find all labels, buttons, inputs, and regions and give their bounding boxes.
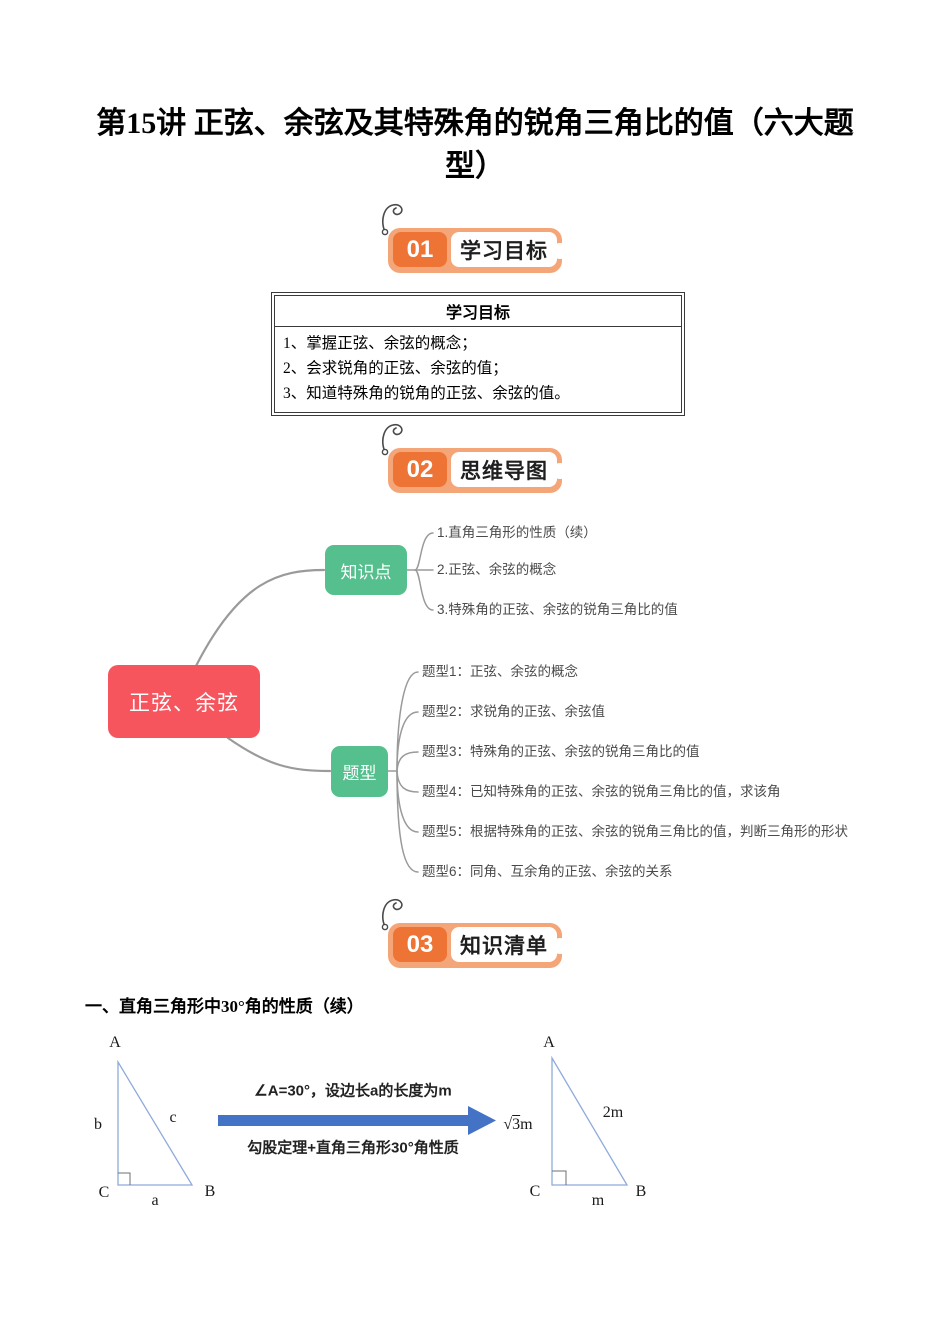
knowledge-section-heading: 一、直角三角形中30°角的性质（续） <box>85 997 364 1016</box>
type-item-2: 题型2：求锐角的正弦、余弦值 <box>422 704 606 719</box>
type-item-6: 题型6：同角、互余角的正弦、余弦的关系 <box>422 864 673 879</box>
objectives-table-body: 1、掌握正弦、余弦的概念； 2、会求锐角的正弦、余弦的值； 3、知道特殊角的锐角… <box>275 327 681 412</box>
left-vertex-a: A <box>109 1034 121 1051</box>
spiral-icon <box>381 203 403 236</box>
objectives-table-header: 学习目标 <box>275 296 681 327</box>
left-vertex-c: C <box>98 1184 110 1201</box>
type-item-3: 题型3：特殊角的正弦、余弦的锐角三角比的值 <box>422 744 700 759</box>
knowledge-item-2: 2.正弦、余弦的概念 <box>437 562 557 577</box>
section-title: 学习目标 <box>451 232 557 267</box>
section-badge-01: 01 学习目标 <box>381 203 568 273</box>
spiral-icon <box>381 898 403 931</box>
radical-sign: √ <box>503 1116 513 1133</box>
type-item-4: 题型4：已知特殊角的正弦、余弦的锐角三角比的值，求该角 <box>422 784 781 799</box>
left-side-c: c <box>169 1109 177 1126</box>
mindmap-knowledge-label: 知识点 <box>340 562 392 582</box>
spiral-icon <box>381 423 403 456</box>
triangle-diagram: A b c C a B ∠A=30°，设边长a的长度为m 勾股定理+直角三角形3… <box>85 1030 725 1225</box>
right-hypotenuse: 2m <box>602 1104 624 1121</box>
arrow-icon <box>218 1106 496 1135</box>
left-vertex-b: B <box>204 1183 216 1200</box>
objective-item: 3、知道特殊角的锐角的正弦、余弦的值。 <box>283 385 570 402</box>
section-title: 思维导图 <box>451 452 557 487</box>
transform-method-text: 勾股定理+直角三角形30°角性质 <box>247 1139 459 1157</box>
badge-notch <box>552 462 568 479</box>
radical-suffix: m <box>520 1116 533 1133</box>
transform-condition-text: ∠A=30°，设边长a的长度为m <box>254 1082 452 1100</box>
objectives-table: 学习目标 1、掌握正弦、余弦的概念； 2、会求锐角的正弦、余弦的值； 3、知道特… <box>271 292 685 416</box>
type-item-1: 题型1：正弦、余弦的概念 <box>422 664 579 679</box>
right-side-sqrt3m: √3m <box>503 1116 532 1134</box>
section-badge-02: 02 思维导图 <box>381 423 568 493</box>
section-number: 03 <box>393 927 447 962</box>
knowledge-item-3: 3.特殊角的正弦、余弦的锐角三角比的值 <box>437 602 678 617</box>
mindmap-connectors <box>194 532 434 873</box>
right-vertex-a: A <box>543 1034 555 1051</box>
mindmap-types-node: 题型 <box>331 746 388 797</box>
badge-notch <box>552 937 568 954</box>
type-item-5: 题型5：根据特殊角的正弦、余弦的锐角三角比的值，判断三角形的形状 <box>422 824 849 839</box>
section-number: 02 <box>393 452 447 487</box>
page-title-line2: 型） <box>445 150 505 183</box>
mindmap-root-node: 正弦、余弦 <box>108 665 260 738</box>
page-title: 第15讲 正弦、余弦及其特殊角的锐角三角比的值（六大题 型） <box>0 102 950 188</box>
knowledge-item-1: 1.直角三角形的性质（续） <box>437 525 597 540</box>
objective-item: 2、会求锐角的正弦、余弦的值； <box>283 360 508 377</box>
section-title: 知识清单 <box>451 927 557 962</box>
left-side-b: b <box>94 1116 102 1133</box>
right-vertex-b: B <box>635 1183 647 1200</box>
mindmap-knowledge-node: 知识点 <box>325 545 407 595</box>
mindmap-root-label: 正弦、余弦 <box>129 691 239 715</box>
right-angle-mark <box>552 1170 567 1185</box>
objective-item: 1、掌握正弦、余弦的概念； <box>283 335 477 352</box>
triangle-diagram-lines <box>117 1055 629 1186</box>
mindmap: 正弦、余弦 知识点 题型 1.直角三角形的性质（续） 2.正弦、余弦的概念 3.… <box>0 500 950 900</box>
badge-notch <box>552 242 568 259</box>
mindmap-types-label: 题型 <box>342 764 377 783</box>
right-vertex-c: C <box>529 1183 541 1200</box>
page-title-line1: 第15讲 正弦、余弦及其特殊角的锐角三角比的值（六大题 <box>96 107 854 140</box>
left-side-a: a <box>151 1192 159 1209</box>
section-badge-03: 03 知识清单 <box>381 898 568 968</box>
right-angle-mark <box>118 1172 131 1185</box>
section-number: 01 <box>393 232 447 267</box>
right-base: m <box>591 1192 605 1209</box>
radicand: 3 <box>512 1116 521 1133</box>
